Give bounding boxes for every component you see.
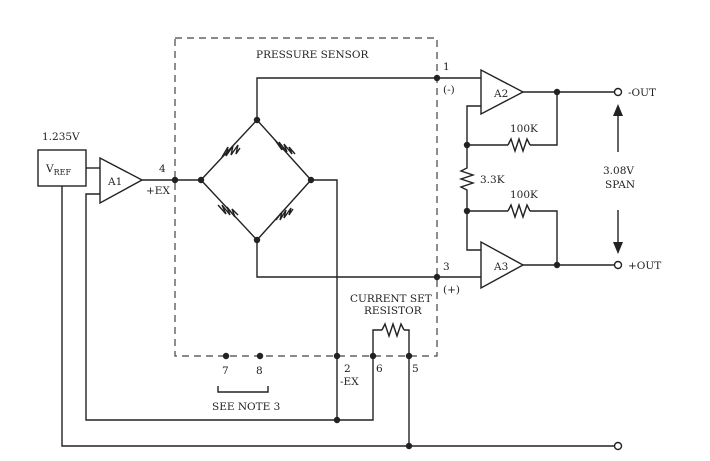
node-3-3k-top <box>463 141 471 149</box>
bridge-resistor-lower-left <box>217 204 239 218</box>
resistor-3-3k-label: 3.3K <box>480 174 505 186</box>
minus-ex-label: -EX <box>340 376 359 388</box>
bridge-resistor-upper-left <box>221 144 241 158</box>
pin1-label: 1 <box>443 61 450 73</box>
node-pin3 <box>433 273 441 281</box>
pressure-sensor-label: PRESSURE SENSOR <box>256 49 369 61</box>
common-wire <box>61 186 614 447</box>
current-set-label-2: RESISTOR <box>364 305 423 317</box>
minus-ex-wire <box>311 179 338 420</box>
plus-sign-label: (+) <box>443 284 460 296</box>
pin3-label: 3 <box>443 261 450 273</box>
a2-feedback-wire-right <box>530 92 558 146</box>
node-pin6 <box>369 352 377 360</box>
node-pin8 <box>256 352 264 360</box>
bridge <box>197 116 315 244</box>
a3-label: A3 <box>493 261 508 273</box>
span-arrow-down-head <box>613 242 623 254</box>
see-note-bracket <box>217 386 269 393</box>
a2-feedback-wire <box>466 105 508 146</box>
amplifier-a2 <box>480 68 525 116</box>
pin6-label: 6 <box>376 363 383 375</box>
resistor-100k-top <box>507 136 531 154</box>
out-plus-label: +OUT <box>628 260 661 272</box>
common-terminal <box>613 441 623 451</box>
span-label: SPAN <box>605 179 635 191</box>
a1-feedback-wire <box>85 193 374 421</box>
span-arrow-up-head <box>613 104 623 116</box>
bridge-resistor-lower-right <box>275 207 294 221</box>
a1-label: A1 <box>107 176 122 188</box>
resistor-3-3k <box>458 145 476 211</box>
span-voltage-label: 3.08V <box>603 165 634 177</box>
node-pin4 <box>171 176 179 184</box>
pin2-label: 2 <box>344 363 351 375</box>
current-set-wire-right <box>404 329 410 446</box>
a3-feedback-wire-right <box>530 210 558 265</box>
node-feedback <box>333 416 341 424</box>
pin5-label: 5 <box>412 363 419 375</box>
bridge-top-wire <box>256 77 481 120</box>
resistor-100k-bottom-label: 100K <box>510 189 538 201</box>
bridge-bottom-wire <box>256 240 481 278</box>
pin8-label: 8 <box>256 365 263 377</box>
current-set-label-1: CURRENT SET <box>350 293 432 305</box>
plus-ex-label: +EX <box>146 185 170 197</box>
pin4-label: 4 <box>159 163 166 175</box>
amplifier-a3 <box>480 240 525 290</box>
node-pin7 <box>222 352 230 360</box>
current-set-resistor <box>381 321 405 339</box>
bridge-resistor-upper-right <box>274 139 296 155</box>
see-note-label: SEE NOTE 3 <box>212 401 280 413</box>
node-pin1 <box>433 74 441 82</box>
node-pin2 <box>333 352 341 360</box>
resistor-100k-bottom <box>507 202 531 220</box>
node-pin5 <box>405 352 413 360</box>
node-common <box>405 442 413 450</box>
out-plus-terminal <box>613 260 623 270</box>
a3-feedback-wire <box>466 210 508 251</box>
pressure-sensor-enclosure <box>174 37 438 357</box>
out-minus-terminal <box>613 87 623 97</box>
vref-label: VREF <box>45 163 71 177</box>
current-set-wire-left <box>372 329 382 338</box>
amplifier-a1 <box>99 156 144 205</box>
vref-voltage-label: 1.235V <box>42 131 80 143</box>
pin7-label: 7 <box>222 365 229 377</box>
resistor-100k-top-label: 100K <box>510 123 538 135</box>
a2-label: A2 <box>493 88 508 100</box>
out-minus-label: -OUT <box>628 87 656 99</box>
minus-sign-label: (-) <box>443 84 455 96</box>
